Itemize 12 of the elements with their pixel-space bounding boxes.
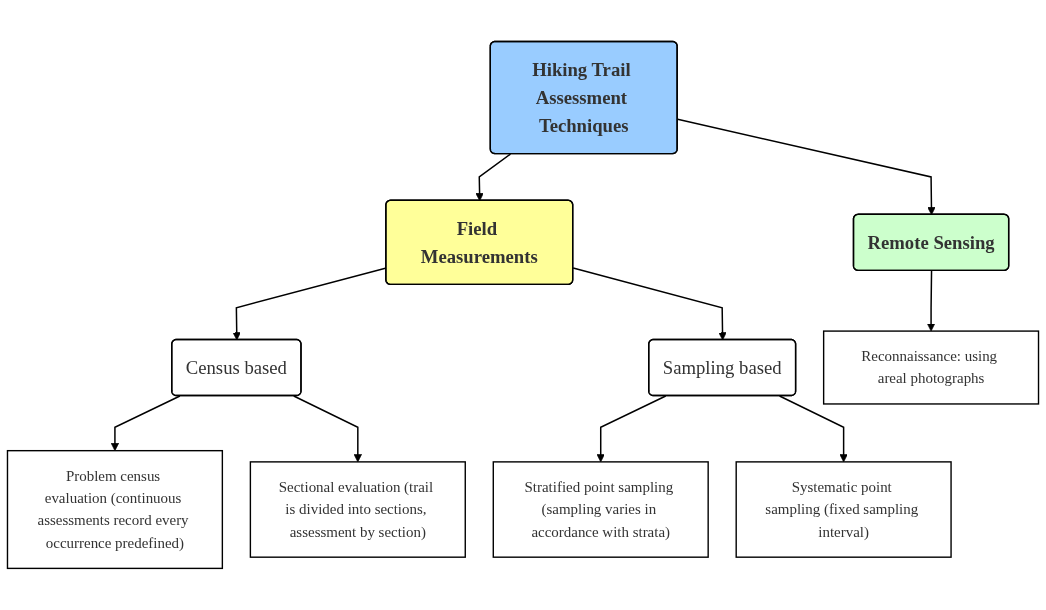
node-box: Problem census evaluation (continuous assessments record every occurrence predefined) (6, 450, 224, 570)
node-box: Reconnaissance: using areal photographs (822, 330, 1040, 405)
node-box: Stratified point sampling (sampling varies in accordance with strata) (492, 461, 709, 558)
arrow (596, 395, 667, 463)
arrow (926, 270, 936, 332)
arrow (475, 153, 512, 202)
arrow (572, 267, 727, 341)
arrow (778, 395, 848, 463)
arrow (110, 395, 181, 452)
node-box: Sectional evaluation (trail is divided into sections, assessment by section) (249, 461, 466, 558)
arrow (293, 395, 362, 463)
node-box: Systematic point sampling (fixed sampling interval) (735, 461, 952, 558)
